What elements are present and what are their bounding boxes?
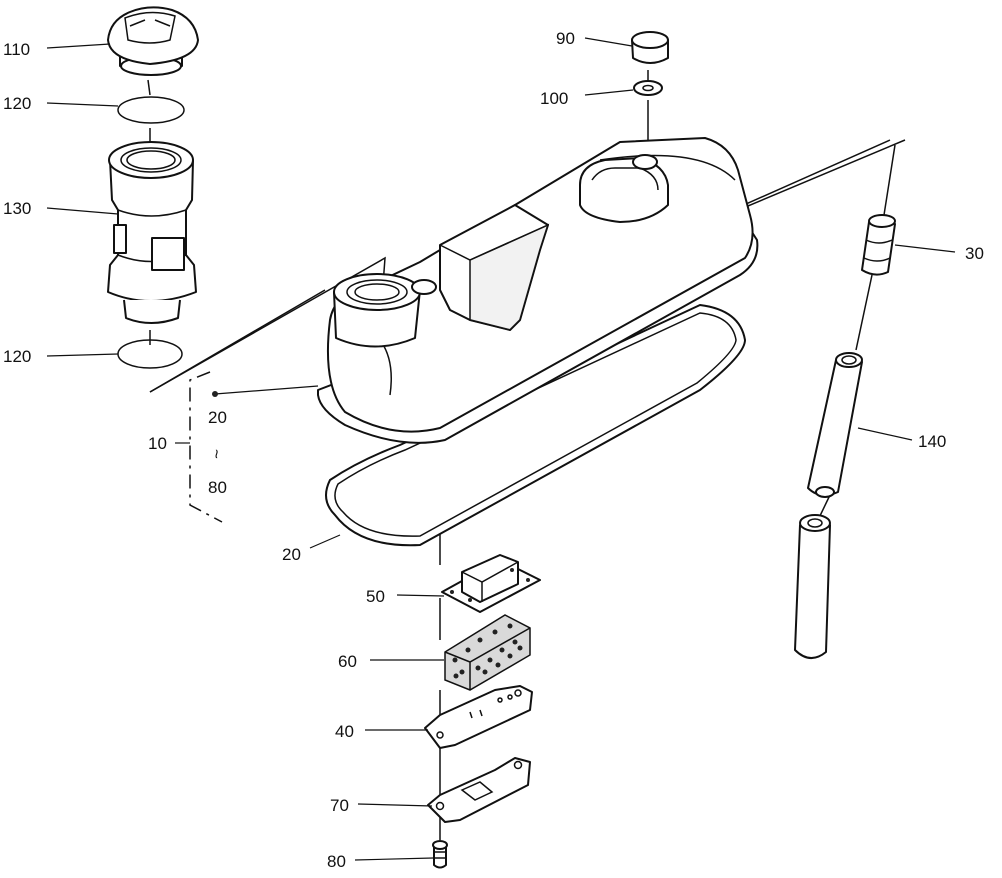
o-ring-upper bbox=[117, 96, 185, 124]
label-40: 40 bbox=[335, 722, 354, 741]
label-70: 70 bbox=[330, 796, 349, 815]
label-140: 140 bbox=[918, 432, 946, 451]
label-10: 10 bbox=[148, 434, 167, 453]
breather-hose bbox=[794, 352, 863, 659]
label-range-start-20: 20 bbox=[208, 408, 227, 427]
cover-gasket bbox=[325, 304, 746, 547]
label-50: 50 bbox=[366, 587, 385, 606]
valve-cover bbox=[317, 137, 759, 444]
leader-lines bbox=[46, 37, 956, 861]
oil-filler-cap bbox=[107, 6, 199, 76]
label-100: 100 bbox=[540, 89, 568, 108]
label-110: 110 bbox=[3, 40, 30, 59]
pipe-fitting bbox=[861, 214, 896, 276]
label-30: 30 bbox=[965, 244, 984, 263]
filler-neck bbox=[107, 141, 197, 324]
label-90: 90 bbox=[556, 29, 575, 48]
label-120-upper: 120 bbox=[3, 94, 31, 113]
label-20: 20 bbox=[282, 545, 301, 564]
baffle-plate bbox=[424, 685, 533, 749]
label-120-lower: 120 bbox=[3, 347, 31, 366]
range-bracket bbox=[175, 371, 223, 523]
breather-housing bbox=[441, 554, 541, 613]
label-60: 60 bbox=[338, 652, 357, 671]
filter-element bbox=[444, 614, 531, 691]
label-80: 80 bbox=[327, 852, 346, 871]
label-range-tilde: ~ bbox=[207, 449, 226, 459]
sealing-washer bbox=[633, 80, 663, 96]
label-130: 130 bbox=[3, 199, 31, 218]
bolt bbox=[432, 840, 448, 869]
label-range-end-80: 80 bbox=[208, 478, 227, 497]
retaining-plate bbox=[427, 757, 531, 823]
cap-nut bbox=[631, 31, 669, 64]
callout-labels: 110 120 130 120 10 20 ~ 80 20 90 100 30 … bbox=[3, 29, 984, 871]
